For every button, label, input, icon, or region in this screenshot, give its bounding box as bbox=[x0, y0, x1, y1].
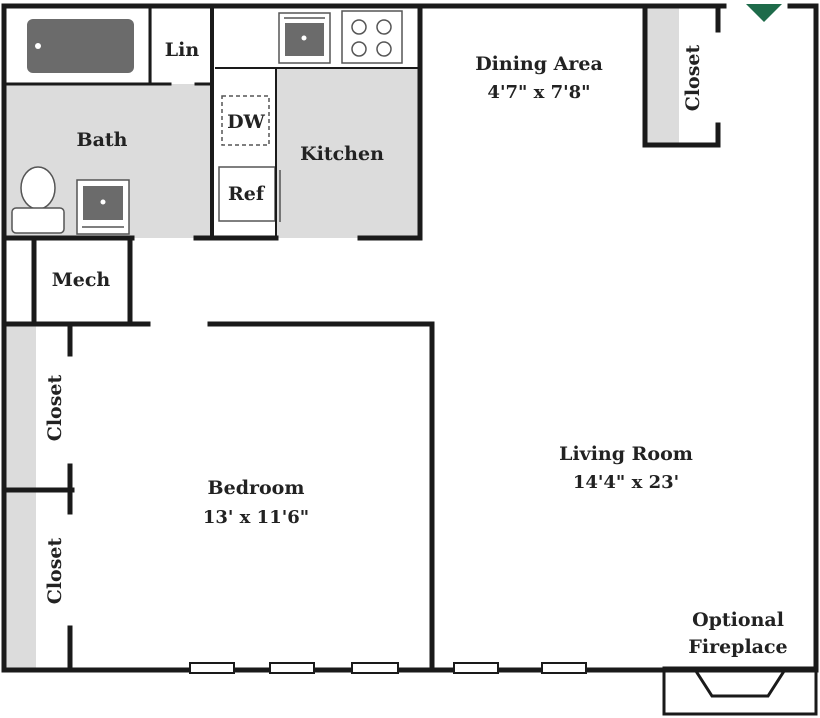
dining-area-size: 4'7" x 7'8" bbox=[487, 82, 590, 103]
closet-left-upper-label: Closet bbox=[44, 374, 66, 441]
dishwasher-label: DW bbox=[227, 111, 265, 133]
sink-icon bbox=[76, 179, 130, 235]
bathtub-icon bbox=[27, 19, 134, 73]
window-4 bbox=[453, 662, 499, 674]
closet-top-floor bbox=[645, 8, 679, 145]
closet-top-label: Closet bbox=[682, 44, 704, 111]
bath-label: Bath bbox=[77, 129, 128, 151]
stove-icon bbox=[341, 10, 403, 64]
kitchen-sink-icon bbox=[278, 12, 331, 64]
fireplace-label-line1: Optional bbox=[692, 609, 784, 631]
living-room-size: 14'4" x 23' bbox=[573, 472, 679, 493]
dishwasher-outline bbox=[221, 95, 270, 146]
fireplace bbox=[662, 666, 818, 716]
window-5 bbox=[541, 662, 587, 674]
window-3 bbox=[351, 662, 399, 674]
window-2 bbox=[269, 662, 315, 674]
linen-label: Lin bbox=[165, 39, 200, 61]
gray-areas bbox=[6, 8, 679, 668]
living-room-label: Living Room bbox=[559, 443, 693, 465]
closet-left-floor bbox=[6, 326, 36, 668]
entry-triangle-icon bbox=[746, 4, 782, 22]
toilet-icon bbox=[11, 166, 65, 234]
mech-label: Mech bbox=[52, 269, 111, 291]
linen-closet bbox=[152, 8, 212, 84]
walls bbox=[1, 3, 819, 673]
window-1 bbox=[189, 662, 235, 674]
fireplace-label-line2: Fireplace bbox=[688, 636, 787, 658]
refrigerator-label: Ref bbox=[228, 183, 266, 205]
dining-area-label: Dining Area bbox=[475, 53, 603, 75]
bedroom-label: Bedroom bbox=[208, 477, 305, 499]
room-labels: Bath Lin Kitchen DW Ref Mech Dining Area… bbox=[44, 39, 788, 658]
kitchen-label: Kitchen bbox=[300, 143, 384, 165]
windows bbox=[189, 662, 587, 674]
bedroom-size: 13' x 11'6" bbox=[203, 507, 309, 528]
tub-drain bbox=[35, 43, 41, 49]
fixtures bbox=[11, 10, 403, 235]
closet-left-lower-label: Closet bbox=[44, 537, 66, 604]
